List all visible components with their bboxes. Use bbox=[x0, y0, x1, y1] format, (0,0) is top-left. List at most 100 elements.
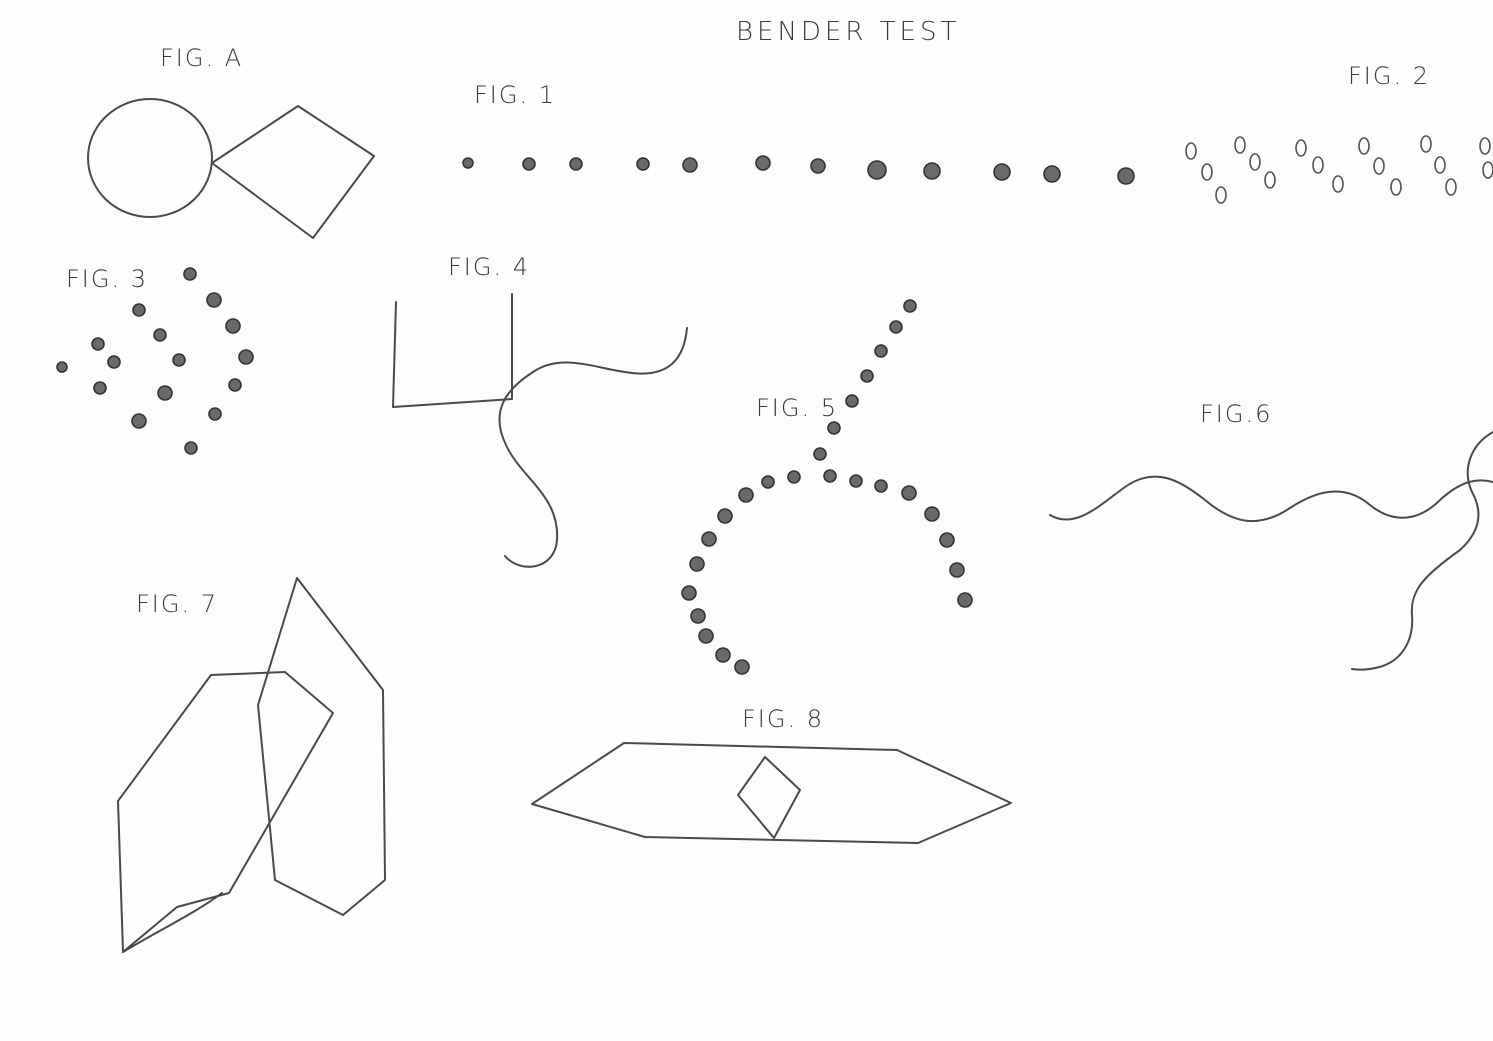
fig-5-dot bbox=[903, 299, 917, 313]
figure-7 bbox=[117, 577, 386, 953]
fig-5-dot bbox=[901, 485, 917, 501]
fig-5-dot bbox=[889, 320, 903, 334]
figure-2 bbox=[1185, 135, 1493, 204]
fig-2-ring bbox=[1295, 139, 1307, 157]
fig-3-dot bbox=[172, 353, 186, 367]
fig-7-extra-stroke bbox=[122, 892, 223, 953]
figure-1 bbox=[462, 155, 1135, 185]
fig-5-dot bbox=[738, 487, 754, 503]
fig-3-dot bbox=[93, 381, 107, 395]
fig-1-dot bbox=[867, 160, 887, 180]
figure-3 bbox=[56, 267, 254, 455]
fig-5-dot bbox=[701, 531, 717, 547]
label-fig-6: FIG.6 bbox=[1200, 400, 1272, 428]
fig-2-ring bbox=[1373, 157, 1385, 175]
fig-1-dot bbox=[923, 162, 941, 180]
fig-1-dot bbox=[993, 163, 1011, 181]
label-fig-7: FIG. 7 bbox=[136, 590, 218, 618]
fig-3-dot bbox=[206, 292, 222, 308]
label-fig-3: FIG. 3 bbox=[66, 265, 148, 293]
label-fig-8: FIG. 8 bbox=[742, 705, 824, 733]
fig-a-diamond bbox=[211, 105, 375, 239]
fig-2-ring bbox=[1390, 178, 1402, 196]
fig-2-ring bbox=[1215, 186, 1227, 204]
fig-2-ring bbox=[1201, 163, 1213, 181]
fig-5-dot bbox=[845, 394, 859, 408]
fig-3-dot bbox=[56, 361, 68, 373]
fig-1-dot bbox=[569, 157, 583, 171]
figure-4 bbox=[392, 293, 688, 568]
fig-5-dot bbox=[957, 592, 973, 608]
fig-1-dot bbox=[1043, 165, 1061, 183]
fig-5-dot bbox=[823, 469, 837, 483]
fig-1-dot bbox=[755, 155, 771, 171]
fig-5-dot bbox=[827, 421, 841, 435]
fig-1-dot bbox=[1117, 167, 1135, 185]
fig-2-ring bbox=[1420, 135, 1432, 153]
fig-8-hexagon bbox=[531, 742, 1012, 844]
fig-7-hexagon bbox=[117, 671, 334, 953]
fig-5-dot bbox=[860, 369, 874, 383]
fig-2-ring bbox=[1312, 156, 1324, 174]
fig-6-vertical-wave bbox=[1351, 431, 1493, 671]
label-fig-5: FIG. 5 bbox=[756, 394, 838, 422]
fig-2-ring bbox=[1358, 137, 1370, 155]
fig-1-dot bbox=[522, 157, 536, 171]
fig-5-dot bbox=[787, 470, 801, 484]
fig-2-ring bbox=[1445, 178, 1457, 196]
fig-1-dot bbox=[682, 157, 698, 173]
fig-5-dot bbox=[689, 556, 705, 572]
fig-8-diamond bbox=[737, 756, 801, 839]
fig-5-dot bbox=[924, 506, 940, 522]
label-fig-a: FIG. A bbox=[160, 44, 243, 72]
label-fig-1: FIG. 1 bbox=[474, 81, 556, 109]
fig-5-dot bbox=[939, 532, 955, 548]
fig-3-dot bbox=[208, 407, 222, 421]
fig-3-dot bbox=[184, 441, 198, 455]
fig-5-dot bbox=[813, 447, 827, 461]
figure-a bbox=[87, 98, 375, 239]
figure-5 bbox=[681, 299, 973, 675]
fig-2-ring bbox=[1434, 156, 1446, 174]
fig-3-dot bbox=[132, 303, 146, 317]
fig-2-ring bbox=[1185, 142, 1197, 160]
fig-3-dot bbox=[153, 328, 167, 342]
fig-2-ring bbox=[1482, 161, 1493, 179]
fig-5-dot bbox=[949, 562, 965, 578]
fig-3-dot bbox=[183, 267, 197, 281]
fig-2-ring bbox=[1249, 153, 1261, 171]
fig-a-circle bbox=[87, 98, 213, 218]
fig-5-dot bbox=[690, 608, 706, 624]
fig-3-dot bbox=[225, 318, 241, 334]
fig-2-ring bbox=[1264, 171, 1276, 189]
fig-1-dot bbox=[462, 157, 474, 169]
fig-5-dot bbox=[874, 479, 888, 493]
fig-3-dot bbox=[238, 349, 254, 365]
fig-5-dot bbox=[715, 647, 731, 663]
sheet-title: BENDER TEST bbox=[736, 17, 960, 47]
fig-4-curve bbox=[498, 327, 688, 568]
fig-2-ring bbox=[1479, 137, 1491, 155]
fig-5-dot bbox=[717, 508, 733, 524]
figure-8 bbox=[531, 742, 1012, 844]
fig-2-ring bbox=[1234, 136, 1246, 154]
fig-6-horizontal-wave bbox=[1049, 475, 1493, 523]
fig-5-dot bbox=[874, 344, 888, 358]
fig-5-dot bbox=[734, 659, 750, 675]
label-fig-2: FIG. 2 bbox=[1348, 62, 1430, 90]
fig-3-dot bbox=[228, 378, 242, 392]
fig-1-dot bbox=[636, 157, 650, 171]
fig-3-dot bbox=[91, 337, 105, 351]
fig-3-dot bbox=[131, 413, 147, 429]
fig-3-dot bbox=[107, 355, 121, 369]
fig-5-dot bbox=[761, 475, 775, 489]
fig-1-dot bbox=[810, 158, 826, 174]
figure-6 bbox=[1049, 431, 1493, 671]
label-fig-4: FIG. 4 bbox=[448, 253, 530, 281]
fig-5-dot bbox=[681, 585, 697, 601]
fig-2-ring bbox=[1332, 175, 1344, 193]
fig-5-dot bbox=[698, 628, 714, 644]
fig-7-vertical-shape bbox=[257, 577, 386, 916]
